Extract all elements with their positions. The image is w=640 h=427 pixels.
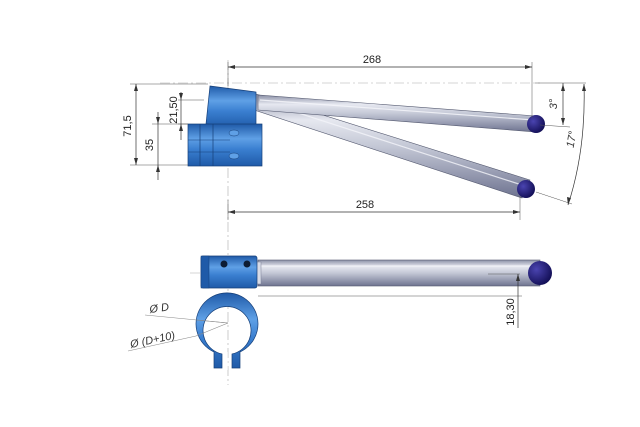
- dimension-35: 35: [144, 112, 188, 180]
- dimension-angle-3: 3°: [535, 82, 586, 128]
- lower-bar-end-cap: [517, 180, 535, 198]
- dim-label-21-50: 21,50: [168, 96, 180, 124]
- dimension-21-50: 21,50: [168, 92, 204, 140]
- dim-label-268: 268: [363, 54, 381, 66]
- dimension-inner-diameter: Ø D: [144, 301, 229, 324]
- upper-bar-end-cap: [527, 115, 545, 133]
- upper-handlebar-tube: [257, 94, 545, 133]
- dim-label-258: 258: [356, 199, 374, 211]
- lower-handlebar-tube: [247, 93, 535, 199]
- dim-label-18-30: 18,30: [505, 298, 517, 326]
- dim-label-diameter-d-plus-10: Ø (D+10): [128, 330, 176, 351]
- dimension-angle-17: 17°: [535, 83, 586, 206]
- side-handlebar-tube: [254, 259, 552, 287]
- side-bar-end-cap: [528, 261, 552, 285]
- dim-label-35: 35: [144, 139, 156, 151]
- bolt-hole-icon: [220, 260, 228, 268]
- side-clamp-block: [200, 255, 258, 289]
- dimension-outer-diameter: Ø (D+10): [127, 322, 229, 352]
- side-view: 18,30 Ø D Ø (D+10): [127, 240, 552, 385]
- bolt-hole-icon: [243, 260, 251, 268]
- clamp-body: [187, 123, 263, 167]
- dimension-18-30: 18,30: [258, 273, 522, 328]
- dimension-258: 258: [227, 196, 521, 220]
- side-clamp-ring: [195, 292, 259, 370]
- dimension-71-5: 71,5: [122, 83, 208, 166]
- bolt-head-icon: [228, 129, 240, 137]
- top-view: 268 258 71,5 35: [122, 54, 586, 240]
- bolt-head-icon: [228, 152, 240, 160]
- dim-label-diameter-d: Ø D: [148, 301, 170, 316]
- dim-label-angle-17: 17°: [565, 130, 580, 149]
- dim-label-71-5: 71,5: [122, 115, 134, 136]
- dim-label-angle-3: 3°: [548, 98, 560, 109]
- dimension-268: 268: [227, 54, 533, 118]
